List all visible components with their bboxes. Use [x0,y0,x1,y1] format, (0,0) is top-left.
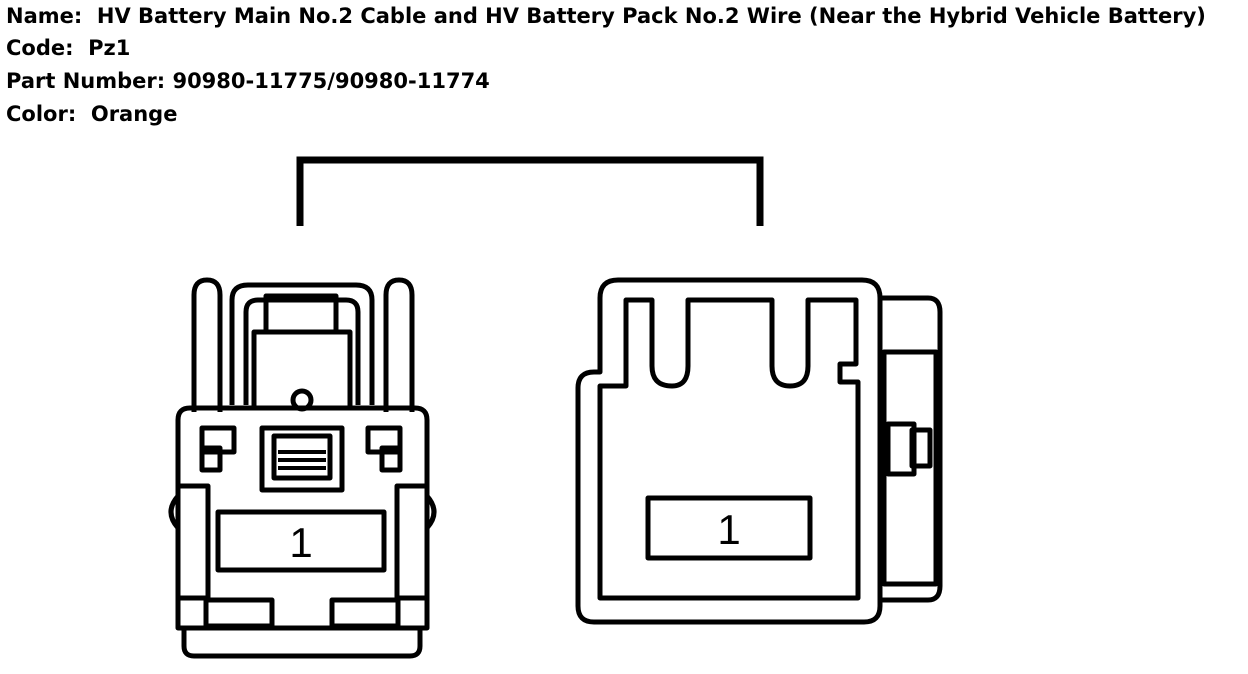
side-latch-block [881,349,939,587]
name-line: Name: HV Battery Main No.2 Cable and HV … [6,0,1206,32]
right-connector-body-outer [575,277,883,625]
mating-bracket [296,156,764,226]
bottom-left-slot [203,597,275,629]
code-label: Code: [6,36,74,60]
lock-shaft [251,329,353,411]
lock-loop-outer [229,282,375,405]
right-connector [575,277,943,625]
code-value: Pz1 [88,36,131,60]
right-pin-box [645,495,813,561]
center-latch-inner [271,433,333,481]
lock-loop-inner [243,297,361,405]
name-value: HV Battery Main No.2 Cable and HV Batter… [96,4,1206,28]
left-small-mark-inner [199,445,223,473]
part-number-value: 90980-11775/90980-11774 [172,69,490,93]
bottom-right-slot [329,597,401,629]
right-pin-number: 1 [717,506,740,553]
left-side-rail [175,483,211,601]
side-latch-key [909,427,933,469]
color-label: Color: [6,102,77,126]
part-number-label: Part Number: [6,69,166,93]
left-connector-bottom [181,628,423,659]
left-connector-body [175,405,430,631]
code-line: Code: Pz1 [6,32,130,64]
side-latch-outer [880,295,943,603]
latch-grille [278,450,326,470]
center-latch-window [259,425,345,493]
part-number-line: Part Number: 90980-11775/90980-11774 [6,65,490,97]
right-connector-body-inner [597,297,861,601]
right-side-rail [394,483,430,601]
name-label: Name: [6,4,83,28]
right-latch-arm [383,277,415,412]
left-connector [168,277,437,659]
right-small-mark-inner [379,445,403,473]
left-latch-arm [191,277,223,412]
color-line: Color: Orange [6,98,177,130]
left-pin-box [215,509,387,573]
color-value: Orange [90,102,178,126]
left-pin-number: 1 [289,519,312,566]
